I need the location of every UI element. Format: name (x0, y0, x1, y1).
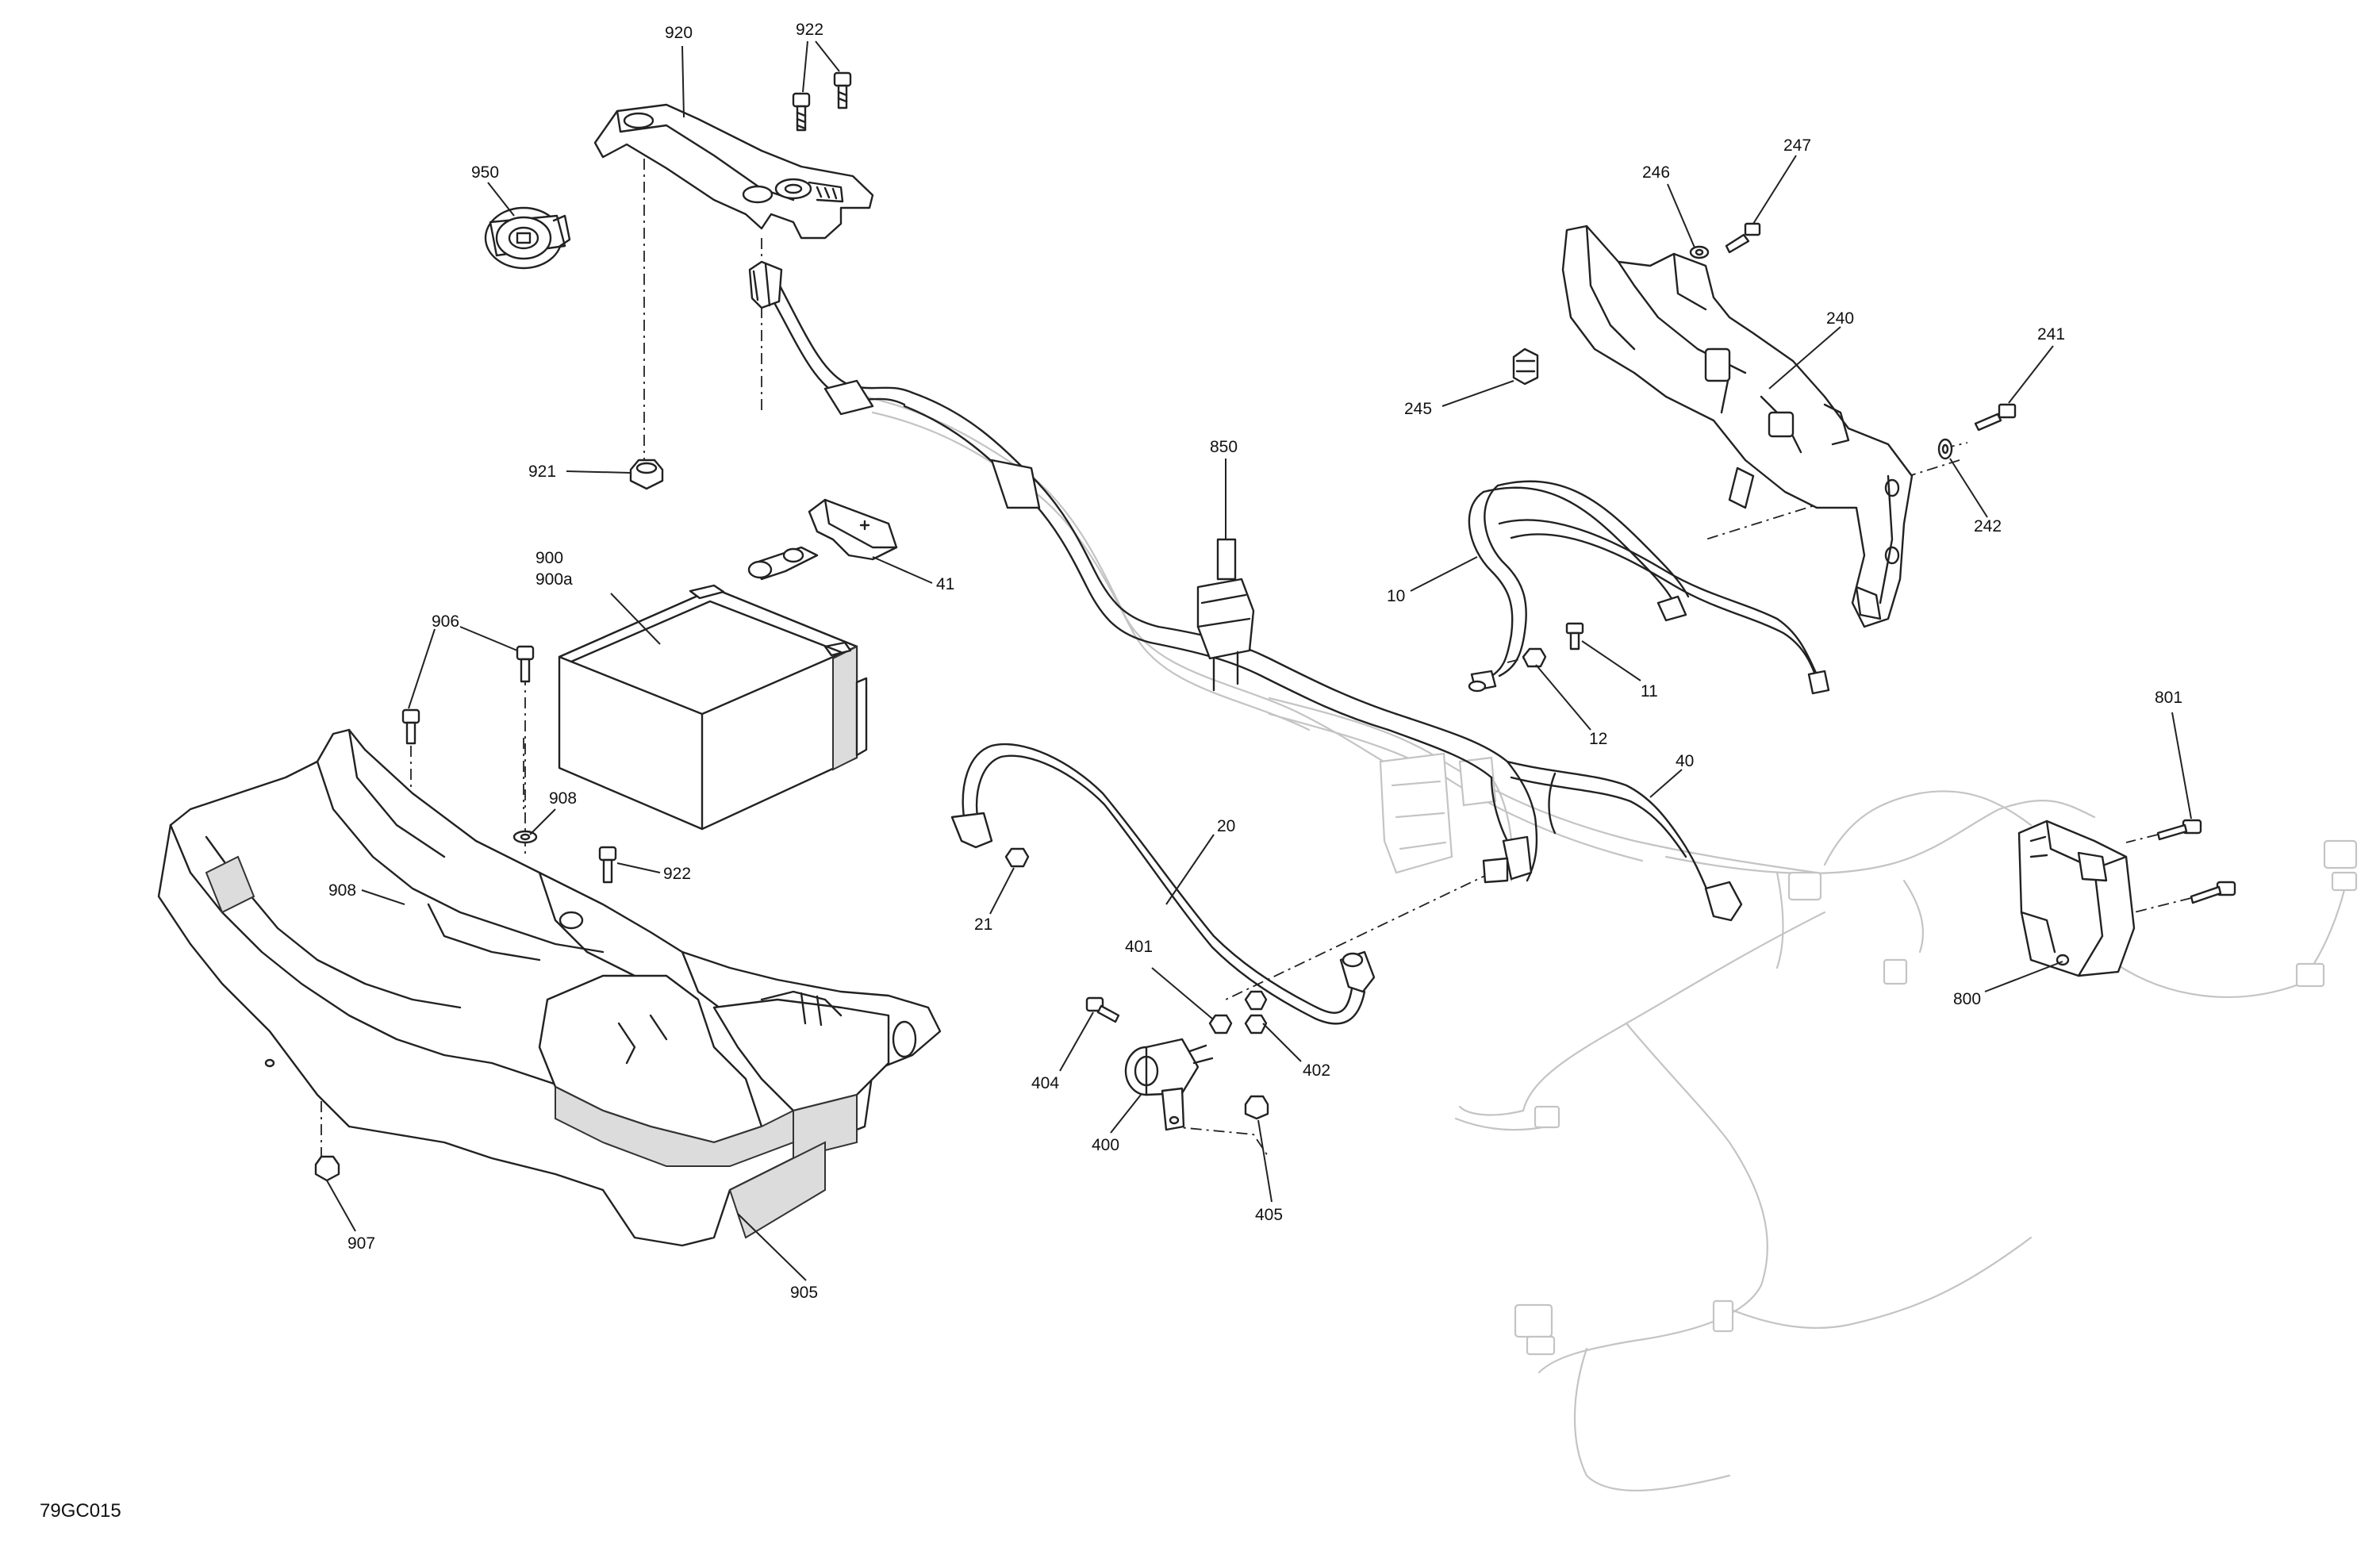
callout-20: 20 (1217, 817, 1235, 835)
callout-400: 400 (1092, 1136, 1119, 1154)
callout-908-upper: 908 (549, 789, 577, 808)
nut-401 (1208, 1014, 1233, 1034)
nut-21 (1004, 847, 1030, 868)
callout-402: 402 (1303, 1061, 1330, 1080)
callout-950: 950 (471, 163, 499, 182)
bolt-801-a (2156, 819, 2202, 841)
callout-242: 242 (1974, 517, 2002, 535)
callout-10: 10 (1387, 587, 1405, 605)
wiring-harness-40 (1387, 712, 1743, 922)
bolt-906-a (401, 708, 420, 745)
callout-900: 900 (536, 549, 563, 567)
battery-hold-down-bracket (593, 103, 874, 240)
clip-245 (1512, 347, 1539, 386)
battery-cable-20 (950, 743, 1376, 1025)
callout-401: 401 (1125, 938, 1153, 956)
callout-900a: 900a (536, 570, 573, 589)
bolt-922-top-b (833, 71, 852, 109)
nut-921 (629, 459, 664, 490)
ground-cable-10 (1468, 480, 1830, 695)
callout-921: 921 (528, 463, 556, 481)
leader-lines (326, 40, 2192, 1281)
nut-12 (1522, 647, 1547, 668)
positive-battery-cable (748, 260, 1398, 731)
bolt-922-top-a (792, 92, 811, 132)
nut-402-a (1244, 990, 1268, 1011)
callout-922-lower: 922 (663, 865, 691, 883)
bolt-906-b (516, 645, 535, 683)
callout-922-top: 922 (796, 21, 823, 39)
bolt-11 (1565, 622, 1584, 651)
callout-801: 801 (2155, 689, 2182, 707)
callout-920: 920 (665, 24, 693, 42)
positive-terminal-cover (747, 498, 898, 581)
callout-labels: 920 922 950 921 900 900a 41 906 908 908 … (328, 21, 2182, 1302)
washer-242 (1937, 438, 1953, 460)
callout-21: 21 (974, 915, 992, 934)
callout-850: 850 (1210, 438, 1238, 456)
callout-12: 12 (1589, 730, 1607, 748)
nut-402-b (1244, 1014, 1268, 1034)
callout-245: 245 (1404, 400, 1432, 418)
callout-240: 240 (1826, 309, 1854, 328)
callout-908-lower: 908 (328, 881, 356, 900)
callout-404: 404 (1031, 1074, 1059, 1092)
relay-connector-850 (1196, 538, 1255, 692)
callout-11: 11 (1641, 682, 1658, 700)
callout-905: 905 (790, 1284, 818, 1302)
callout-40: 40 (1676, 752, 1694, 770)
callout-405: 405 (1255, 1206, 1283, 1224)
bolt-241 (1974, 403, 2017, 432)
bolt-801-b (2190, 881, 2236, 904)
nut-405 (1244, 1095, 1269, 1120)
washer-246 (1689, 245, 1710, 259)
accessory-power-socket (484, 206, 571, 270)
bolt-922-lower (598, 846, 617, 884)
callout-906: 906 (432, 612, 459, 631)
callout-247: 247 (1783, 136, 1811, 155)
bolt-404 (1085, 996, 1120, 1023)
main-wiring-harness-ghost (863, 395, 2358, 1491)
figure-reference: 79GC015 (40, 1500, 121, 1522)
starter-solenoid (1124, 1038, 1214, 1131)
callout-241: 241 (2037, 325, 2065, 344)
fuse-box-module (2017, 819, 2136, 977)
callout-800: 800 (1953, 990, 1981, 1008)
battery-tray (157, 728, 942, 1247)
bolt-247 (1725, 222, 1761, 254)
battery (558, 584, 868, 831)
nut-907 (314, 1155, 340, 1182)
washer-908-a (512, 830, 538, 844)
callout-246: 246 (1642, 163, 1670, 182)
callout-907: 907 (347, 1234, 375, 1253)
electrical-box-bracket (1561, 225, 1914, 628)
callout-41: 41 (936, 575, 954, 593)
